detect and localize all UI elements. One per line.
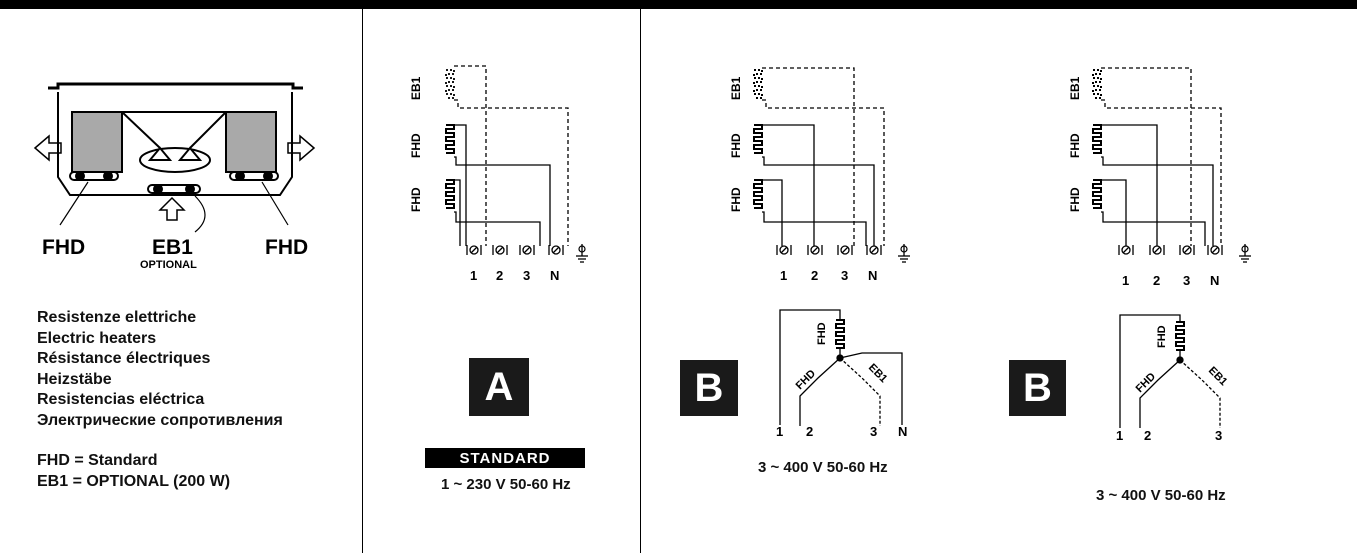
panel-a-fhd2-label: FHD xyxy=(409,187,423,212)
legend-line-de: Heizstäbe xyxy=(37,370,112,388)
panel-b2-wiring xyxy=(1092,67,1222,246)
panel-a-voltage: 1 ~ 230 V 50-60 Hz xyxy=(441,476,571,493)
panel-a-terminal-2: 2 xyxy=(496,268,503,283)
fan-coil-unit-drawing xyxy=(33,82,316,233)
star-b2-terminal-2: 2 xyxy=(1144,428,1151,443)
unit-center-sublabel: OPTIONAL xyxy=(140,259,197,271)
legend-line-es: Resistencias eléctrica xyxy=(37,391,205,408)
panel-b2-terminal-n: N xyxy=(1210,273,1219,288)
panel-a-terminal-1: 1 xyxy=(470,268,477,283)
legend: Resistenze elettriche Electric heaters R… xyxy=(37,308,283,492)
panel-a-terminal-n: N xyxy=(550,268,559,283)
panel-b1-fhd1-label: FHD xyxy=(729,133,743,158)
legend-line-fr: Résistance électriques xyxy=(37,350,211,367)
star-b1-terminal-3: 3 xyxy=(870,424,877,439)
panel-b1-fhd2-label: FHD xyxy=(729,187,743,212)
top-bar xyxy=(0,0,1357,9)
legend-line-en: Electric heaters xyxy=(37,329,157,347)
panel-b1-star-diagram xyxy=(779,309,903,426)
legend-line-it: Resistenze elettriche xyxy=(37,309,197,326)
unit-right-label: FHD xyxy=(265,236,308,259)
star-b2-eb1-label: EB1 xyxy=(1206,365,1230,389)
star-b1-terminal-1: 1 xyxy=(776,424,783,439)
star-b1-fhd-label: FHD xyxy=(816,322,828,345)
star-b2-fhd-label: FHD xyxy=(1156,325,1168,348)
panel-a-wiring xyxy=(445,65,569,246)
panel-a-badge: A xyxy=(469,358,529,416)
panel-a-fhd1-label: FHD xyxy=(409,133,423,158)
panel-b2-badge: B xyxy=(1009,360,1066,416)
panel-b2-star-diagram xyxy=(1119,314,1221,428)
star-b2-terminal-1: 1 xyxy=(1116,428,1123,443)
star-b1-eb1-label: EB1 xyxy=(866,362,890,386)
star-b1-terminal-n: N xyxy=(898,424,907,439)
divider-1 xyxy=(362,9,363,553)
panel-b1-terminal-n: N xyxy=(868,268,877,283)
panel-b1-terminal-3: 3 xyxy=(841,268,848,283)
unit-left-label: FHD xyxy=(42,236,85,259)
panel-b1-wiring xyxy=(753,67,885,246)
panel-a-eb1-label: EB1 xyxy=(409,76,423,100)
panel-b2-terminal-2: 2 xyxy=(1153,273,1160,288)
divider-2 xyxy=(640,9,641,553)
star-b1-fhd2-label: FHD xyxy=(794,368,819,393)
standard-label: STANDARD xyxy=(425,448,585,468)
legend-fhd: FHD = Standard xyxy=(37,452,158,469)
star-b2-terminal-3: 3 xyxy=(1215,428,1222,443)
panel-b2-fhd1-label: FHD xyxy=(1068,133,1082,158)
panel-b2-eb1-label: EB1 xyxy=(1068,76,1082,100)
panel-b2-terminal-3: 3 xyxy=(1183,273,1190,288)
star-b1-terminal-2: 2 xyxy=(806,424,813,439)
panel-a-terminal-3: 3 xyxy=(523,268,530,283)
panel-b2-terminal-1: 1 xyxy=(1122,273,1129,288)
unit-center-label: EB1 xyxy=(152,236,193,259)
panel-b2-fhd2-label: FHD xyxy=(1068,187,1082,212)
panel-b2-voltage: 3 ~ 400 V 50-60 Hz xyxy=(1096,487,1226,504)
panel-b1-badge: B xyxy=(680,360,738,416)
legend-eb1: EB1 = OPTIONAL (200 W) xyxy=(37,472,231,490)
panel-b1-voltage: 3 ~ 400 V 50-60 Hz xyxy=(758,459,888,476)
panel-b1-terminal-2: 2 xyxy=(811,268,818,283)
legend-line-ru: Электрические сопротивления xyxy=(37,411,283,429)
panel-b1-eb1-label: EB1 xyxy=(729,76,743,100)
panel-b1-terminal-1: 1 xyxy=(780,268,787,283)
